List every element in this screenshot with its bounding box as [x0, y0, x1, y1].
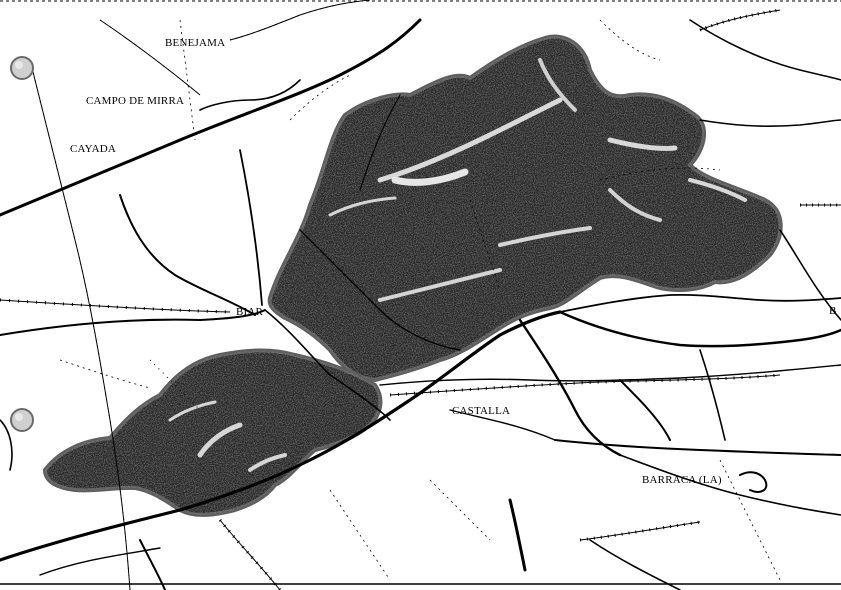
place-label-edge-b: B — [829, 305, 837, 317]
forest-area-north — [267, 34, 783, 383]
dotted-tracks — [59, 19, 781, 581]
place-label-castalla: CASTALLA — [452, 405, 510, 417]
road-network — [0, 18, 841, 590]
forest-area-south — [42, 348, 383, 517]
place-label-benejama: BENEJAMA — [165, 37, 225, 49]
location-marker-icon — [10, 56, 34, 80]
place-label-biar: BIAR — [236, 306, 264, 318]
place-label-cayada: CAYADA — [70, 143, 116, 155]
place-label-campo-de-mirra: CAMPO DE MIRRA — [86, 95, 184, 107]
place-label-barraca: BARRACA (LA) — [642, 474, 722, 486]
location-marker-icon — [10, 408, 34, 432]
